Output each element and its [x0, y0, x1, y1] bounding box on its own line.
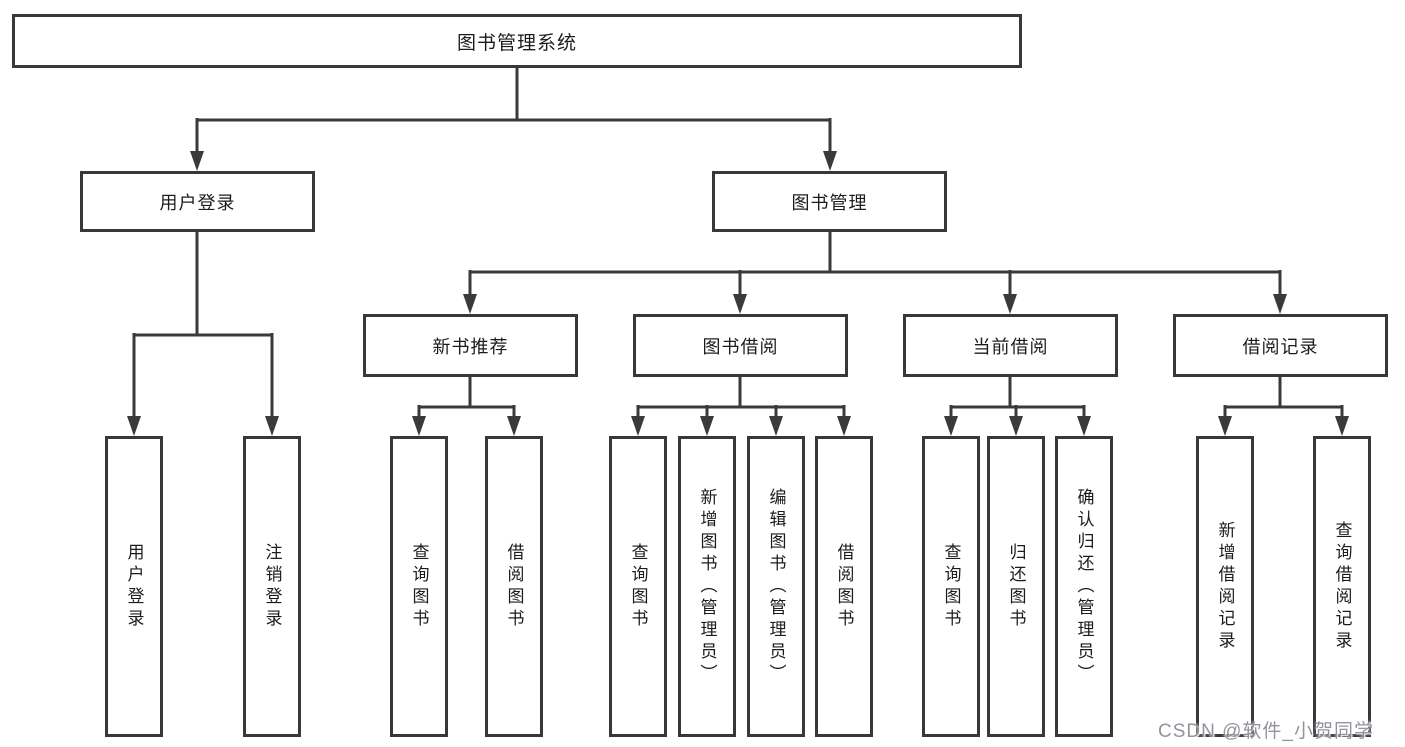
leaf-query-books-borrow-label: 查询图书	[628, 542, 648, 631]
leaf-return-books: 归还图书	[987, 436, 1045, 737]
arrowheads	[127, 151, 1349, 436]
leaf-add-borrow-record-label: 新增借阅记录	[1215, 520, 1235, 653]
leaf-add-books-admin-label: 新增图书（管理员）	[697, 487, 717, 686]
node-book-borrowing: 图书借阅	[633, 314, 848, 377]
leaf-borrow-books: 借阅图书	[815, 436, 873, 737]
edge-userlogin-to-leaves	[132, 232, 274, 418]
node-current-borrowing-label: 当前借阅	[972, 336, 1049, 357]
node-new-book-recommend-label: 新书推荐	[432, 336, 509, 357]
node-user-login-label: 用户登录	[159, 192, 236, 213]
leaf-add-borrow-record: 新增借阅记录	[1196, 436, 1254, 737]
leaf-confirm-return-admin-label: 确认归还（管理员）	[1074, 487, 1094, 686]
leaf-query-books-borrow: 查询图书	[609, 436, 667, 737]
csdn-watermark: CSDN @软件_小贺同学	[1158, 721, 1374, 742]
node-root-system: 图书管理系统	[12, 14, 1022, 68]
edge-bookborrow-to-leaves	[636, 377, 846, 418]
leaf-borrow-books-label: 借阅图书	[834, 542, 854, 631]
leaf-logout-label: 注销登录	[262, 542, 282, 631]
node-root-label: 图书管理系统	[456, 32, 577, 54]
edge-newbookrec-to-leaves	[417, 377, 516, 418]
leaf-query-books-rec-label: 查询图书	[409, 542, 429, 631]
leaf-add-books-admin: 新增图书（管理员）	[678, 436, 736, 737]
leaf-logout: 注销登录	[243, 436, 301, 737]
edge-root-to-level2	[195, 68, 832, 153]
leaf-query-books-rec: 查询图书	[390, 436, 448, 737]
node-borrowing-records-label: 借阅记录	[1242, 336, 1319, 357]
node-user-login: 用户登录	[80, 171, 315, 232]
edge-bookmgmt-to-level3	[468, 232, 1282, 296]
leaf-return-books-label: 归还图书	[1006, 542, 1026, 631]
leaf-query-books-current: 查询图书	[922, 436, 980, 737]
node-current-borrowing: 当前借阅	[903, 314, 1118, 377]
leaf-query-borrow-record: 查询借阅记录	[1313, 436, 1371, 737]
leaf-user-login-label: 用户登录	[124, 542, 144, 631]
edge-currentborrow-to-leaves	[949, 377, 1086, 418]
node-borrowing-records: 借阅记录	[1173, 314, 1388, 377]
leaf-edit-books-admin-label: 编辑图书（管理员）	[766, 487, 786, 686]
leaf-user-login: 用户登录	[105, 436, 163, 737]
edge-borrowrecords-to-leaves	[1223, 377, 1344, 418]
leaf-query-books-current-label: 查询图书	[941, 542, 961, 631]
leaf-query-borrow-record-label: 查询借阅记录	[1332, 520, 1352, 653]
leaf-edit-books-admin: 编辑图书（管理员）	[747, 436, 805, 737]
node-book-management: 图书管理	[712, 171, 947, 232]
node-book-borrowing-label: 图书借阅	[702, 336, 779, 357]
node-book-management-label: 图书管理	[791, 192, 868, 213]
leaf-borrow-books-rec: 借阅图书	[485, 436, 543, 737]
node-new-book-recommend: 新书推荐	[363, 314, 578, 377]
leaf-confirm-return-admin: 确认归还（管理员）	[1055, 436, 1113, 737]
leaf-borrow-books-rec-label: 借阅图书	[504, 542, 524, 631]
